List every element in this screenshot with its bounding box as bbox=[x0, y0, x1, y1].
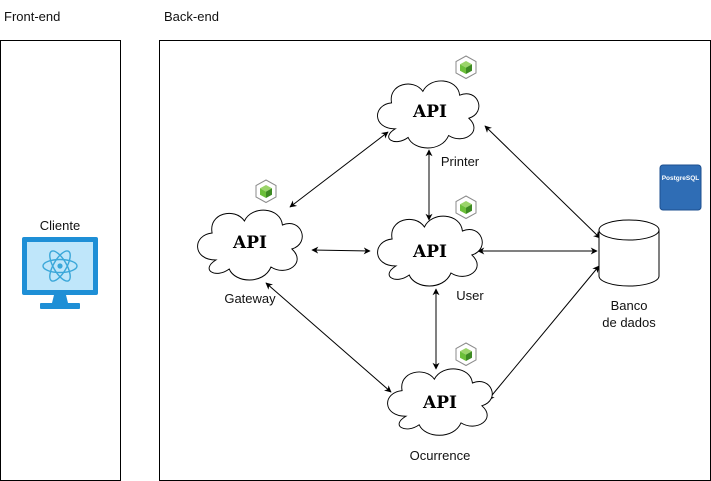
user-api-title: API bbox=[412, 242, 447, 262]
frontend-section-label: Front-end bbox=[4, 9, 60, 24]
edge-gateway-printer bbox=[289, 131, 389, 208]
postgresql-badge-text: PostgreSQL bbox=[662, 175, 700, 182]
postgresql-badge: PostgreSQL bbox=[659, 164, 702, 211]
edge-gateway-ocurrence bbox=[265, 282, 392, 393]
database-label-line2: de dados bbox=[602, 315, 656, 330]
printer-node-icon bbox=[455, 55, 477, 79]
ocurrence-node-icon bbox=[455, 342, 477, 366]
ocurrence-service: API Ocurrence bbox=[387, 342, 493, 463]
client-label: Cliente bbox=[40, 218, 80, 233]
database-label-line1: Banco bbox=[611, 298, 648, 313]
edge-gateway-user bbox=[311, 246, 371, 255]
gateway-service: API Gateway bbox=[197, 179, 303, 306]
ocurrence-label: Ocurrence bbox=[410, 448, 471, 463]
user-label: User bbox=[456, 288, 484, 303]
printer-label: Printer bbox=[441, 154, 480, 169]
user-node-icon bbox=[455, 195, 477, 219]
backend-section-label: Back-end bbox=[164, 9, 219, 24]
gateway-api-title: API bbox=[232, 233, 267, 253]
printer-service: API Printer bbox=[377, 55, 480, 169]
react-monitor-icon bbox=[22, 237, 98, 309]
database-cylinder-icon bbox=[598, 219, 660, 287]
ocurrence-api-title: API bbox=[422, 393, 457, 413]
edge-ocurrence-database bbox=[487, 265, 600, 401]
database-node: Banco de dados PostgreSQL bbox=[598, 164, 702, 330]
edge-printer-database bbox=[484, 125, 601, 239]
gateway-label: Gateway bbox=[224, 291, 276, 306]
printer-api-title: API bbox=[412, 102, 447, 122]
gateway-node-icon bbox=[255, 179, 277, 203]
user-service: API User bbox=[377, 195, 484, 303]
